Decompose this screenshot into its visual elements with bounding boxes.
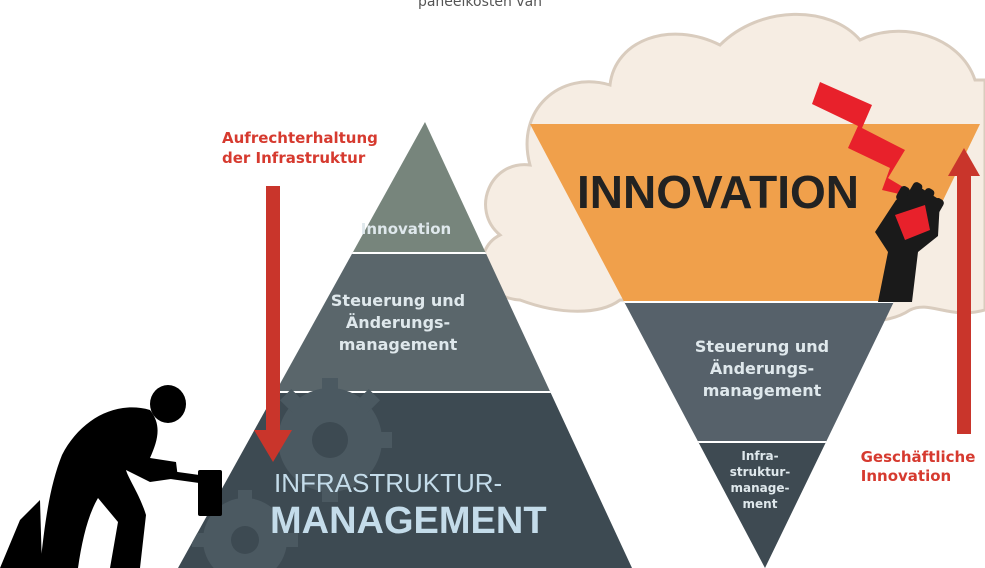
left-tier-middle-label: Steuerung und Änderungs- management <box>331 291 465 354</box>
right-middle-line-2: Änderungs- <box>710 359 814 378</box>
left-base-line-2: MANAGEMENT <box>270 500 547 542</box>
left-annotation: Aufrechterhaltung der Infrastruktur <box>222 129 378 167</box>
right-bottom-line-1: Infra- <box>741 449 778 463</box>
right-bottom-line-3: manage- <box>731 481 790 495</box>
left-annotation-line-1: Aufrechterhaltung <box>222 129 378 147</box>
right-annotation-line-1: Geschäftliche <box>861 448 976 466</box>
right-tier-bottom-label: Infra- struktur- manage- ment <box>730 449 791 511</box>
left-middle-line-2: Änderungs- <box>346 313 450 332</box>
gear-icon <box>192 490 298 568</box>
right-annotation-line-2: Innovation <box>861 467 951 485</box>
right-annotation: Geschäftliche Innovation <box>861 448 976 485</box>
left-tier-top-label: Innovation <box>361 220 451 238</box>
top-caption: paneelkosten van <box>418 0 542 10</box>
left-tier-base-label: INFRASTRUKTUR- MANAGEMENT <box>270 468 547 542</box>
left-annotation-line-2: der Infrastruktur <box>222 149 366 167</box>
right-bottom-line-4: ment <box>743 497 778 511</box>
innovation-up-arrow <box>948 148 980 434</box>
right-middle-line-3: management <box>703 381 822 400</box>
raised-fist-icon <box>875 182 944 302</box>
right-tier-middle-label: Steuerung und Änderungs- management <box>695 337 829 400</box>
right-middle-line-1: Steuerung und <box>695 337 829 356</box>
right-tier-top-label: INNOVATION <box>577 166 859 218</box>
worker-with-hammer-icon <box>0 385 222 568</box>
left-middle-line-1: Steuerung und <box>331 291 465 310</box>
left-base-line-1: INFRASTRUKTUR- <box>274 468 502 498</box>
right-bottom-line-2: struktur- <box>730 465 791 479</box>
maintenance-down-arrow <box>254 186 292 462</box>
left-middle-line-3: management <box>339 335 458 354</box>
gear-icon <box>268 378 392 502</box>
lightning-bolt-icon <box>812 82 925 200</box>
